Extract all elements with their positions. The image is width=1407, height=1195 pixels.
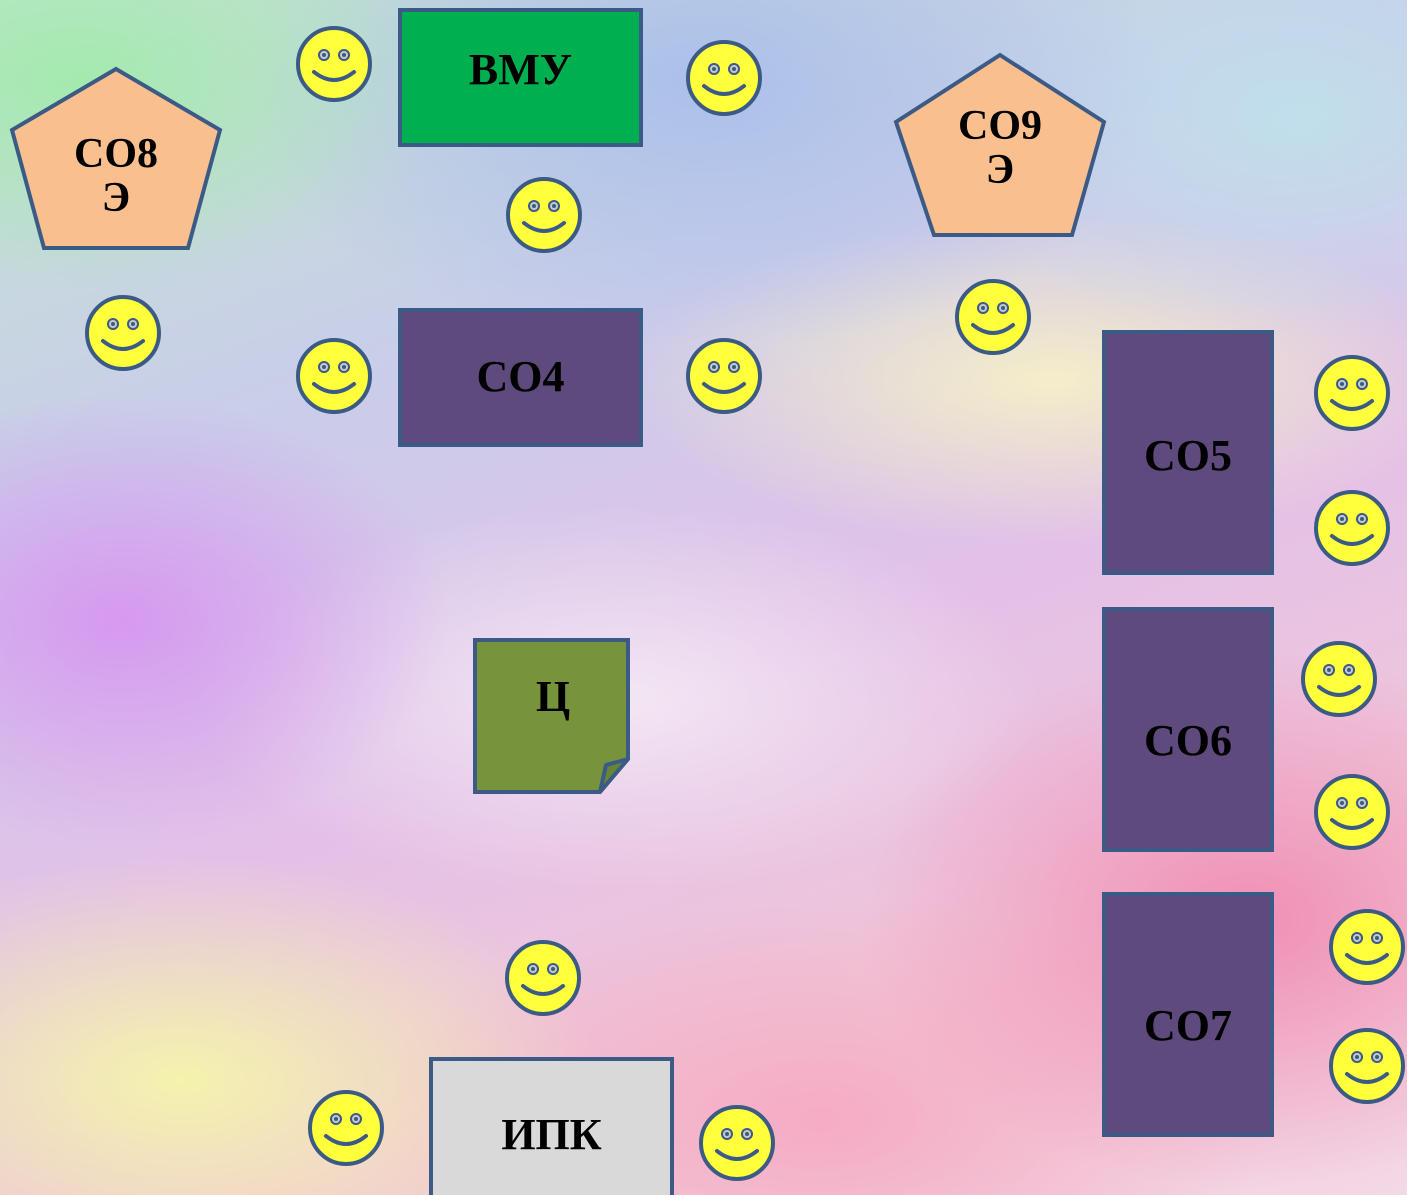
station-so9-pentagon: СО9 Э — [892, 52, 1108, 238]
smiley-face-icon — [506, 177, 582, 253]
station-so4: СО4 — [398, 308, 643, 447]
station-vmu: ВМУ — [398, 8, 643, 147]
smiley-face-icon — [308, 1090, 384, 1166]
smiley-face-icon — [1329, 1028, 1405, 1104]
station-center-label: Ц — [535, 672, 571, 721]
station-so7: СО7 — [1102, 892, 1274, 1137]
station-vmu-label: ВМУ — [468, 45, 573, 94]
smiley-face-icon — [296, 26, 372, 102]
station-center-note: Ц — [472, 637, 634, 795]
station-so7-label: СО7 — [1144, 1001, 1232, 1050]
station-ipk: ИПК — [429, 1057, 674, 1195]
station-so6-label: СО6 — [1144, 716, 1232, 765]
smiley-face-icon — [955, 279, 1031, 355]
station-so5-label: СО5 — [1144, 431, 1232, 480]
smiley-face-icon — [1301, 641, 1377, 717]
station-so5: СО5 — [1102, 330, 1274, 575]
station-so8-label: СО8 Э — [74, 131, 158, 222]
station-so8-pentagon: СО8 Э — [8, 66, 224, 252]
smiley-face-icon — [699, 1105, 775, 1181]
smiley-face-icon — [85, 295, 161, 371]
smiley-face-icon — [1314, 490, 1390, 566]
smiley-face-icon — [505, 940, 581, 1016]
smiley-face-icon — [1314, 774, 1390, 850]
smiley-face-icon — [296, 338, 372, 414]
smiley-face-icon — [686, 338, 762, 414]
folded-note-shape — [473, 638, 630, 794]
station-ipk-label: ИПК — [501, 1110, 602, 1159]
smiley-face-icon — [686, 40, 762, 116]
pentagon-shape — [9, 66, 223, 250]
station-so9-label: СО9 Э — [958, 103, 1042, 194]
station-so4-label: СО4 — [476, 352, 565, 402]
smiley-face-icon — [1314, 355, 1390, 431]
smiley-face-icon — [1329, 909, 1405, 985]
pentagon-shape — [893, 52, 1107, 237]
station-so6: СО6 — [1102, 607, 1274, 852]
